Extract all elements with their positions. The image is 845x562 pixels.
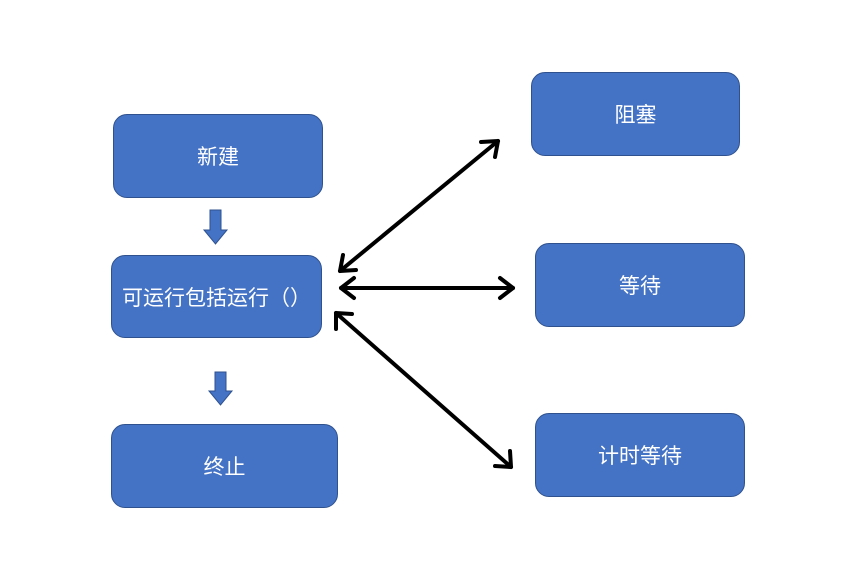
node-timed-waiting: 计时等待	[535, 413, 745, 497]
node-new: 新建	[113, 114, 323, 198]
node-terminated-label: 终止	[203, 455, 246, 479]
arrow-runnable-timed-waiting	[334, 311, 513, 469]
node-waiting-label: 等待	[619, 274, 661, 298]
node-new-label: 新建	[197, 145, 239, 169]
node-waiting: 等待	[535, 243, 745, 327]
arrow-runnable-waiting	[339, 276, 515, 300]
arrow-runnable-to-terminated	[207, 371, 234, 406]
arrow-new-to-runnable	[202, 209, 229, 245]
node-blocked: 阻塞	[531, 72, 740, 156]
node-terminated: 终止	[111, 424, 338, 508]
node-runnable-label: 可运行包括运行（）	[122, 285, 311, 310]
node-timed-waiting-label: 计时等待	[598, 444, 682, 468]
arrow-runnable-blocked	[338, 139, 500, 273]
node-runnable: 可运行包括运行（）	[111, 255, 322, 338]
node-blocked-label: 阻塞	[614, 103, 657, 127]
